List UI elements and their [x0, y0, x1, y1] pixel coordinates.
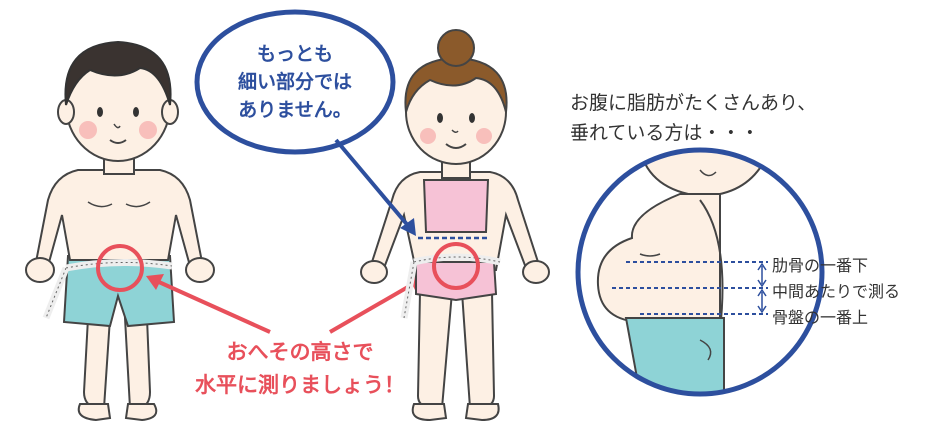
bubble-line-3: ありません。 [238, 99, 352, 121]
man-navel-highlight [96, 244, 144, 292]
belly-note: お腹に脂肪がたくさんあり、 垂れている方は・・・ [570, 88, 816, 148]
bubble-line-1: もっとも [256, 43, 333, 65]
bubble-line-2: 細い部分では [237, 71, 352, 93]
instruction-line-1: おへその高さで [226, 340, 374, 364]
red-arrows [146, 274, 426, 334]
man-figure [25, 40, 215, 422]
label-middle: 中間あたりで測る [772, 282, 901, 301]
speech-bubble [194, 9, 416, 236]
label-pelvis: 骨盤の一番上 [772, 308, 869, 327]
bubble-text: もっとも 細い部分では ありません。 [205, 40, 385, 124]
instruction-text: おへその高さで 水平に測りましょう！ [180, 336, 420, 402]
woman-navel-highlight [432, 242, 480, 290]
label-rib: 肋骨の一番下 [772, 256, 869, 275]
belly-note-line-2: 垂れている方は・・・ [570, 122, 760, 144]
woman-figure [360, 29, 550, 422]
instruction-line-2: 水平に測りましょう！ [195, 373, 405, 397]
belly-closeup [575, 147, 825, 397]
belly-note-line-1: お腹に脂肪がたくさんあり、 [570, 92, 817, 114]
